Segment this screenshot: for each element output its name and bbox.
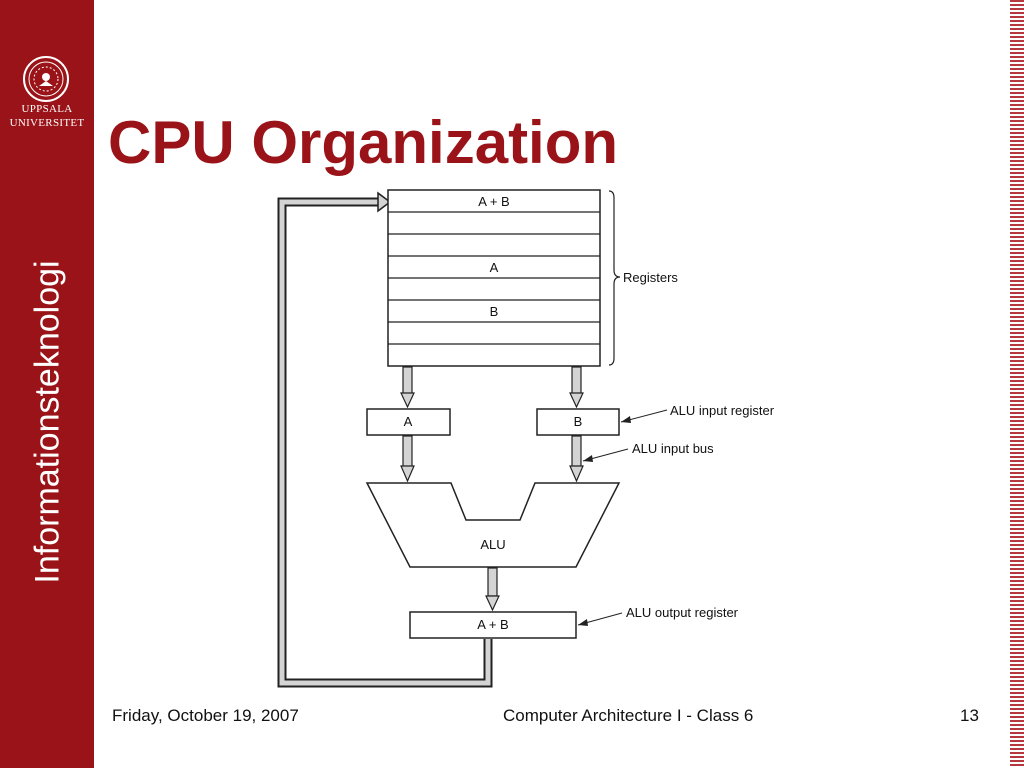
registers-brace: [608, 190, 621, 366]
alu-input-bus-callout: ALU input bus: [632, 441, 714, 456]
university-name-line1: UPPSALA: [21, 103, 73, 115]
alu-input-register-a-label: A: [404, 414, 413, 429]
bus-arrow-to-a: [400, 392, 415, 409]
page-number: 13: [960, 706, 979, 725]
alu-block: [365, 482, 621, 568]
alu-input-register-b-label: B: [574, 414, 583, 429]
footer-date: Friday, October 19, 2007: [112, 706, 299, 725]
bus-arrow-alu-to-output: [485, 595, 500, 612]
bus-arrow-to-b: [569, 392, 584, 409]
alu-output-register-callout: ALU output register: [626, 605, 739, 620]
registers-label: Registers: [623, 270, 678, 285]
decorative-stripe-border: [1010, 0, 1024, 768]
feedback-arrowhead: [377, 191, 392, 213]
alu-label: ALU: [480, 537, 505, 552]
alu-output-register: [409, 611, 577, 639]
footer-course: Computer Architecture I - Class 6: [503, 706, 754, 725]
university-name-line2: UNIVERSITET: [9, 117, 85, 129]
bus-arrow-b-to-alu: [569, 465, 584, 483]
slide-title: CPU Organization: [108, 109, 619, 176]
register-row-0: A + B: [478, 194, 509, 209]
university-seal-icon: [23, 56, 69, 102]
register-row-5: B: [490, 304, 499, 319]
alu-input-register-a: [366, 408, 451, 436]
alu-input-register-b: [536, 408, 620, 436]
alu-output-register-label: A + B: [477, 617, 508, 632]
alu-input-register-callout: ALU input register: [670, 403, 775, 418]
feedback-bus-inner: [279, 199, 491, 686]
sidebar: UPPSALA UNIVERSITET Informationsteknolog…: [0, 0, 94, 768]
register-row-3: A: [490, 260, 499, 275]
bus-arrow-a-to-alu: [400, 465, 415, 483]
